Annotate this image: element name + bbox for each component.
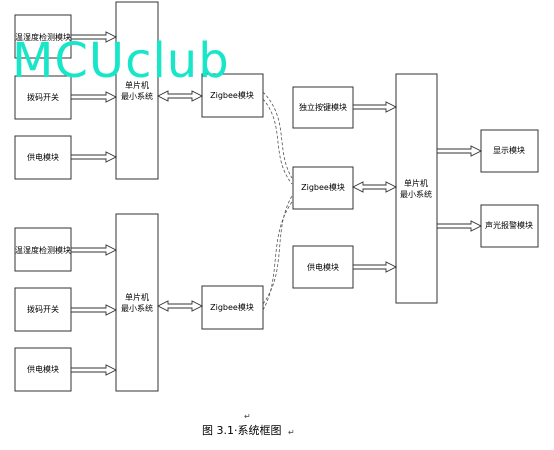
arrow-zigbee-mcu — [351, 181, 398, 193]
arrow-keys-to-mcu — [352, 101, 398, 113]
arrow-switch-to-mcu-1 — [70, 91, 118, 103]
mcu-label-2a: 单片机 — [125, 292, 149, 302]
power-module-box-3 — [292, 245, 354, 289]
dip-switch-label-2: 拨码开关 — [27, 304, 59, 314]
alarm-module-label: 声光报警模块 — [485, 220, 533, 230]
power-module-label-1: 供电模块 — [27, 152, 59, 162]
node-group-2: 温湿度检测模块 拨码开关 供电模块 单片机 最小系统 Zigbee模块 — [14, 213, 264, 392]
mcu-label-1b: 最小系统 — [121, 91, 153, 101]
sensor-module-label-2: 温湿度检测模块 — [15, 245, 71, 255]
arrow-power-to-mcu-3 — [352, 261, 398, 273]
power-module-label-2: 供电模块 — [27, 364, 59, 374]
arrow-mcu-to-alarm — [436, 220, 483, 232]
keys-module-box — [292, 86, 354, 129]
paragraph-mark-caption: ↵ — [288, 428, 295, 437]
paragraph-mark-top: ↵ — [244, 412, 251, 421]
arrow-power-to-mcu-1 — [70, 151, 118, 163]
wireless-link-1a — [262, 91, 293, 179]
receiver-group: 独立按键模块 Zigbee模块 供电模块 单片机 最小系统 显示模块 声光报警模… — [292, 73, 539, 304]
zigbee-label-3: Zigbee模块 — [301, 182, 345, 192]
wireless-link-2a — [262, 195, 293, 305]
wireless-link-1b — [262, 98, 293, 185]
wireless-links — [262, 91, 293, 311]
figure-caption: 图 3.1·系统框图 — [202, 424, 282, 437]
node-group-1: 温湿度检测模块 拨码开关 供电模块 单片机 最小系统 Zigbee模块 — [14, 1, 264, 180]
dip-switch-box-1 — [14, 75, 72, 120]
arrow-sensor-to-mcu-2 — [70, 244, 118, 256]
zigbee-box-3 — [292, 166, 354, 210]
zigbee-box-2 — [201, 285, 264, 330]
mcu-label-2b: 最小系统 — [121, 303, 153, 313]
arrow-mcu-zigbee-2 — [156, 300, 204, 312]
power-module-box-2 — [14, 347, 72, 392]
arrow-sensor-to-mcu-1 — [70, 31, 118, 43]
watermark-logo: MCUclub — [12, 33, 230, 89]
sensor-module-label-1: 温湿度检测模块 — [15, 32, 71, 42]
wireless-link-2b — [262, 201, 293, 311]
display-module-label: 显示模块 — [493, 145, 525, 155]
dip-switch-box-2 — [14, 287, 72, 332]
display-module-box — [480, 129, 539, 173]
dip-switch-label-1: 拨码开关 — [27, 92, 59, 102]
arrow-mcu-to-display — [436, 145, 483, 157]
mcu-box-3 — [395, 73, 438, 304]
zigbee-label-2: Zigbee模块 — [210, 302, 254, 312]
mcu-label-3a: 单片机 — [404, 178, 428, 188]
mcu-label-3b: 最小系统 — [400, 189, 432, 199]
arrow-switch-to-mcu-2 — [70, 304, 118, 316]
zigbee-box-1 — [201, 73, 264, 118]
mcu-box-2 — [115, 213, 159, 392]
mcu-label-1a: 单片机 — [125, 80, 149, 90]
sensor-module-box-1 — [14, 14, 72, 59]
power-module-label-3: 供电模块 — [307, 262, 339, 272]
arrow-mcu-zigbee-1 — [156, 90, 204, 102]
keys-module-label: 独立按键模块 — [299, 102, 347, 112]
zigbee-label-1: Zigbee模块 — [210, 90, 254, 100]
arrow-power-to-mcu-2 — [70, 364, 118, 376]
mcu-box-1 — [115, 1, 159, 180]
